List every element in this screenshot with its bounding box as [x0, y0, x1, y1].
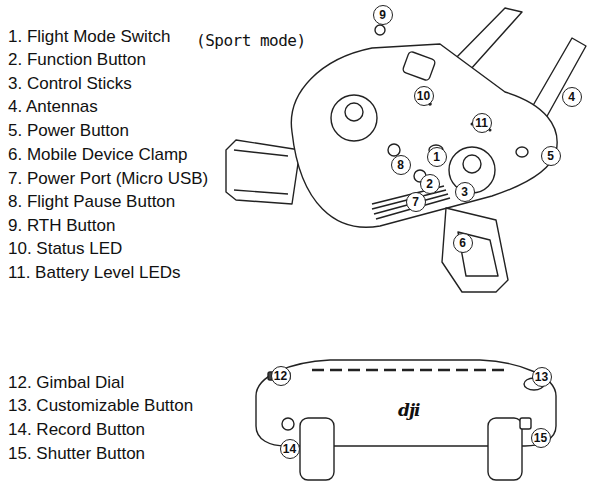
control-stick: [463, 155, 481, 173]
callout-number: 6: [453, 233, 473, 253]
rth-button: [375, 25, 385, 35]
part-label: 1. Flight Mode Switch: [8, 27, 171, 47]
stick-well: [331, 95, 377, 141]
part-label: 3. Control Sticks: [8, 74, 132, 94]
part-label: 8. Flight Pause Button: [8, 192, 175, 212]
part-label: 9. RTH Button: [8, 216, 115, 236]
callout-number: 8: [391, 155, 411, 175]
callout-number: 5: [541, 146, 561, 166]
part-label: 6. Mobile Device Clamp: [8, 145, 188, 165]
grille: [372, 186, 450, 219]
callout-number: 9: [373, 5, 393, 25]
led-row: [428, 102, 491, 131]
part-label: 10. Status LED: [8, 239, 122, 259]
part-label: 12. Gimbal Dial: [8, 373, 124, 393]
part-label: 4. Antennas: [8, 97, 98, 117]
brand-logo: dji: [398, 400, 420, 420]
controller-body: [291, 44, 557, 227]
part-label: 15. Shutter Button: [8, 444, 145, 464]
clamp-detail: [234, 150, 288, 194]
callout-number: 2: [420, 174, 440, 194]
control-stick: [345, 103, 363, 121]
power-button: [516, 147, 528, 157]
part-label: 14. Record Button: [8, 420, 145, 440]
callout-number: 11: [472, 113, 492, 133]
callout-number: 4: [562, 87, 582, 107]
clamp-grip: [488, 418, 522, 480]
part-label: 7. Power Port (Micro USB): [8, 169, 208, 189]
callout-number: 13: [532, 367, 552, 387]
record-button: [282, 418, 294, 430]
shutter-button: [520, 418, 531, 429]
callout-number: 10: [414, 86, 434, 106]
part-label: 5. Power Button: [8, 121, 129, 141]
callout-number: 3: [455, 182, 475, 202]
clamp-grip: [300, 418, 334, 480]
mode-note: (Sport mode): [196, 31, 306, 51]
part-label: 11. Battery Level LEDs: [8, 263, 181, 283]
antenna-hinge: [402, 51, 436, 81]
part-label: 2. Function Button: [8, 50, 146, 70]
part-label: 13. Customizable Button: [8, 396, 193, 416]
callout-number: 12: [271, 366, 291, 386]
device-clamp: [442, 208, 508, 292]
callout-number: 1: [427, 147, 447, 167]
callout-number: 7: [406, 192, 426, 212]
callout-number: 14: [280, 439, 300, 459]
device-clamp: [226, 140, 300, 204]
callout-number: 15: [531, 428, 551, 448]
vent: [312, 369, 504, 372]
